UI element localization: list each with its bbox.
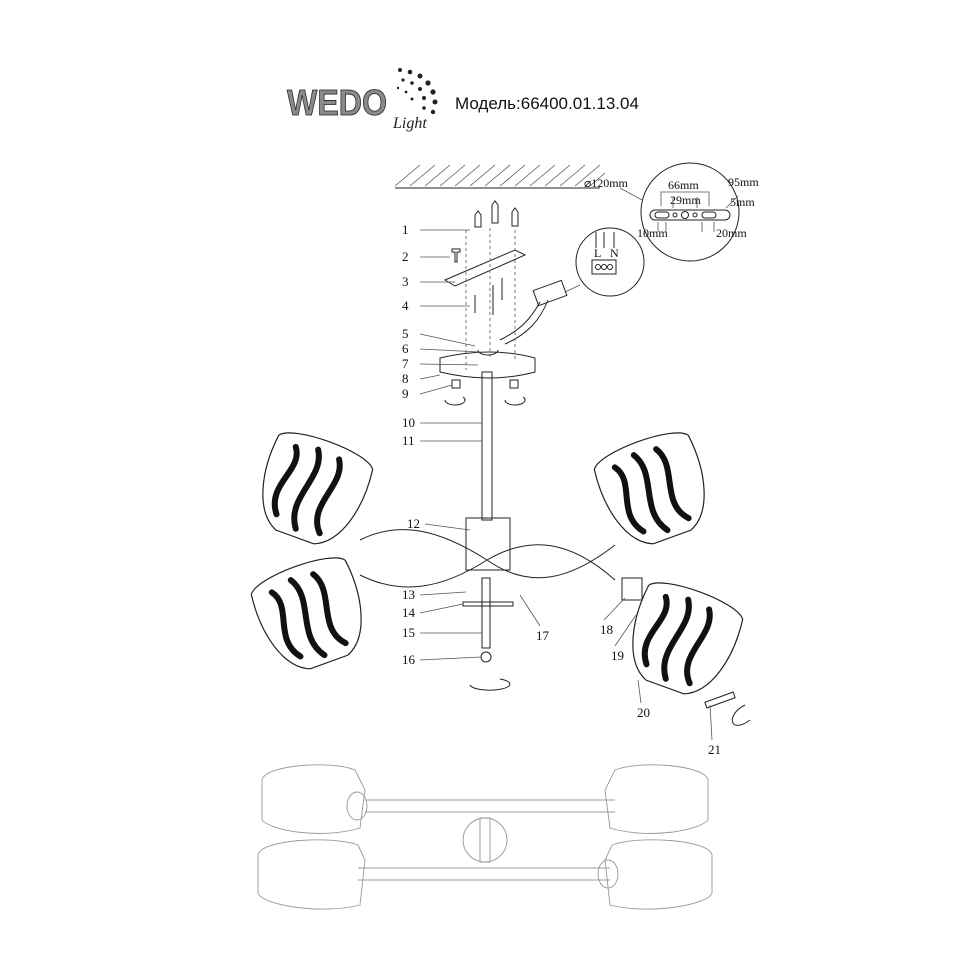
dim-95: 95mm — [728, 175, 759, 189]
dim-29: 29mm — [670, 193, 701, 207]
leader-line — [603, 597, 626, 621]
part-label-16: 16 — [402, 652, 416, 667]
leader-line — [419, 656, 482, 661]
leader-line — [424, 523, 471, 531]
part-label-19: 19 — [611, 648, 624, 663]
part-label-2: 2 — [402, 249, 409, 264]
part-label-1: 1 — [402, 222, 409, 237]
terminal-block-detail: L N — [499, 227, 645, 345]
leader-line — [419, 384, 453, 395]
wedo-light-logo: WEDO Light — [287, 68, 438, 132]
wire-live-label: L — [594, 246, 601, 260]
part-label-17: 17 — [536, 628, 550, 643]
leader-line — [419, 374, 441, 380]
logo-script: Light — [392, 115, 427, 132]
part-label-10: 10 — [402, 415, 415, 430]
dim-5: 5mm — [730, 195, 755, 209]
mounting-plate-dimensions: ⌀120mm 66mm 29mm 95mm 5mm 10mm 20mm — [584, 162, 759, 262]
leader-line — [614, 614, 637, 647]
part-label-20: 20 — [637, 705, 650, 720]
part-label-12: 12 — [407, 516, 420, 531]
part-label-4: 4 — [402, 298, 409, 313]
dim-10: 10mm — [637, 226, 668, 240]
leader-line — [419, 591, 467, 596]
top-view-assembled — [257, 764, 713, 910]
glass-shades — [250, 432, 744, 695]
ceiling-hatch — [394, 164, 606, 189]
wire-neutral-label: N — [610, 246, 619, 260]
model-number: Модель:66400.01.13.04 — [455, 94, 639, 113]
part-label-3: 3 — [402, 274, 409, 289]
part-label-15: 15 — [402, 625, 415, 640]
dim-diameter: ⌀120mm — [584, 176, 629, 190]
leader-line — [519, 594, 541, 627]
glass-shade — [593, 432, 705, 545]
leader-line — [419, 333, 476, 347]
leader-line — [709, 704, 713, 741]
part-label-6: 6 — [402, 341, 409, 356]
part-21-strip — [704, 691, 751, 726]
part-label-8: 8 — [402, 371, 409, 386]
part-label-13: 13 — [402, 587, 415, 602]
glass-shade — [250, 557, 362, 670]
leader-line — [637, 679, 642, 704]
glass-shade — [632, 582, 744, 695]
part-label-14: 14 — [402, 605, 416, 620]
logo-text: WEDO — [287, 82, 387, 123]
chandelier-body — [359, 371, 643, 691]
glass-shade — [262, 432, 374, 545]
mounting-hardware — [439, 200, 536, 406]
part-label-5: 5 — [402, 326, 409, 341]
leader-line — [419, 363, 479, 366]
dim-20: 20mm — [716, 226, 747, 240]
part-label-7: 7 — [402, 356, 409, 371]
part-label-9: 9 — [402, 386, 409, 401]
leader-line — [419, 603, 464, 614]
part-label-11: 11 — [402, 433, 415, 448]
part-label-21: 21 — [708, 742, 721, 757]
leader-line — [419, 348, 481, 353]
dim-66: 66mm — [668, 178, 699, 192]
part-label-18: 18 — [600, 622, 613, 637]
